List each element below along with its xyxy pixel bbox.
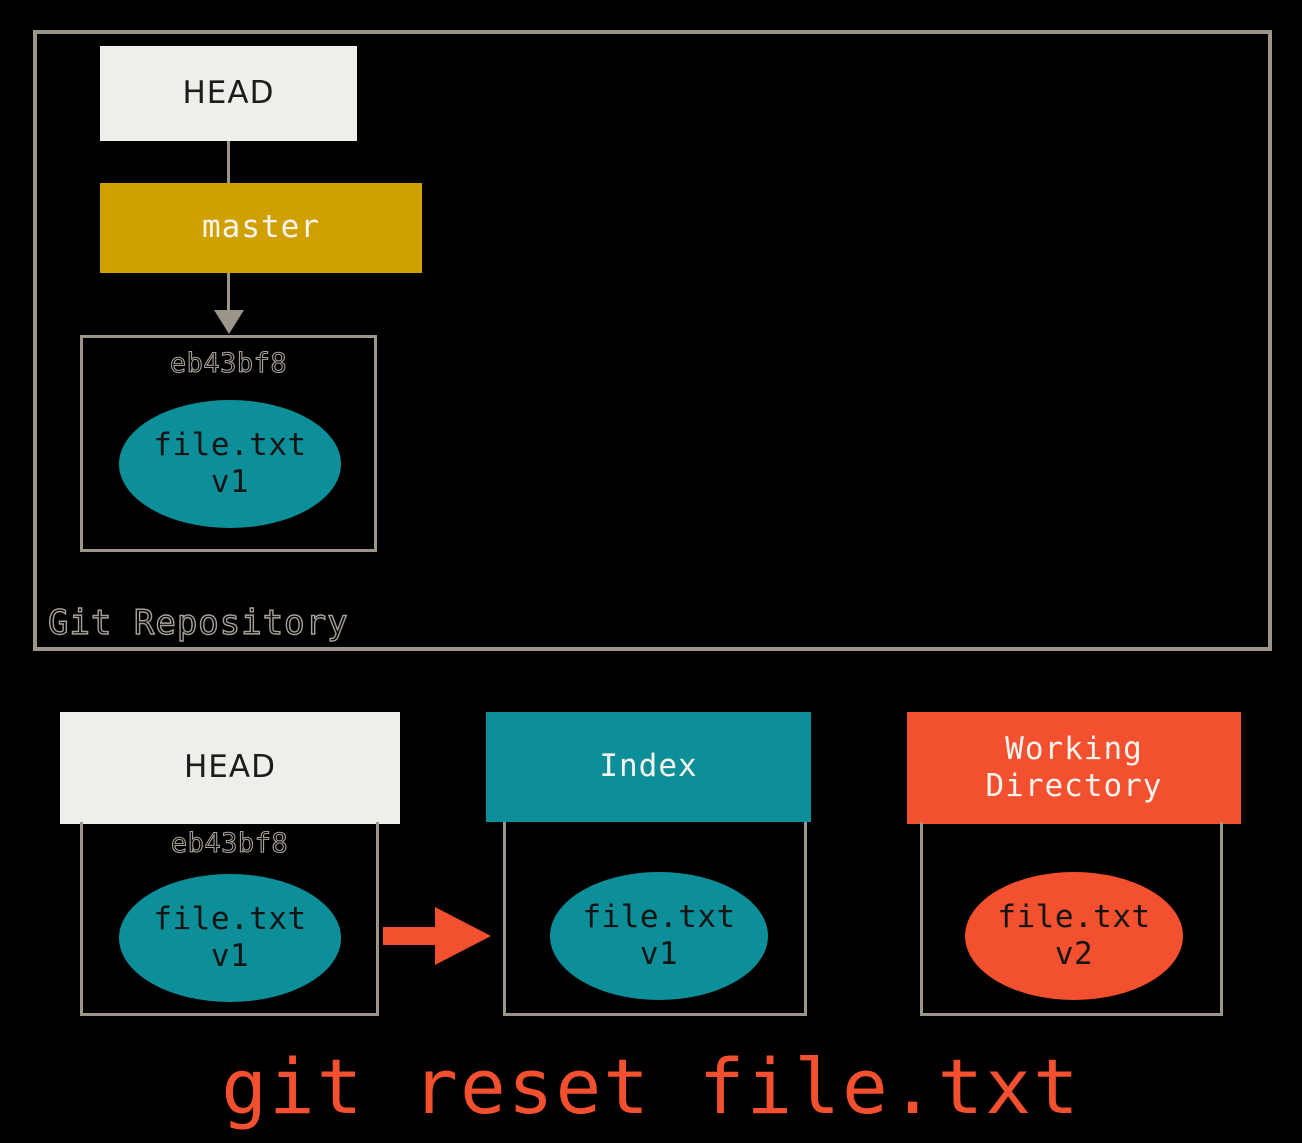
blob-version: v2: [1054, 936, 1094, 972]
column-box-head: eb43bf8 file.txt v1: [80, 822, 379, 1016]
working-directory-header-line1: Working: [1005, 730, 1143, 767]
repo-head-pointer-box: HEAD: [100, 46, 357, 141]
column-box-working-directory: file.txt v2: [920, 822, 1223, 1016]
command-caption: git reset file.txt: [221, 1042, 1081, 1131]
head-column-blob: file.txt v1: [119, 874, 341, 1002]
blob-filename: file.txt: [153, 427, 307, 464]
blob-version: v1: [210, 464, 250, 500]
arrowhead-down-icon: [214, 310, 244, 334]
working-directory-column-blob: file.txt v2: [965, 872, 1183, 1000]
git-repository-frame: [33, 30, 1272, 651]
index-column-blob: file.txt v1: [550, 872, 768, 1000]
column-box-index: file.txt v1: [503, 822, 807, 1016]
blob-version: v1: [639, 936, 679, 972]
git-repository-label: Git Repository: [47, 602, 349, 643]
working-directory-header-line2: Directory: [985, 768, 1163, 804]
blob-filename: file.txt: [997, 899, 1151, 936]
column-header-working-directory: Working Directory: [907, 712, 1241, 824]
blob-version: v1: [210, 938, 250, 974]
master-to-commit-connector: [227, 273, 230, 315]
head-to-master-connector: [227, 141, 230, 183]
column-header-head: HEAD: [60, 712, 400, 824]
repo-commit-box: eb43bf8 file.txt v1: [80, 335, 377, 552]
reset-flow-arrow-icon: [383, 907, 491, 965]
column-header-index: Index: [486, 712, 811, 822]
repo-commit-blob: file.txt v1: [119, 400, 341, 528]
blob-filename: file.txt: [582, 899, 736, 936]
head-column-sha-label: eb43bf8: [170, 827, 289, 859]
commit-sha-label: eb43bf8: [169, 347, 288, 379]
blob-filename: file.txt: [153, 901, 307, 938]
repo-master-branch-box: master: [100, 183, 422, 273]
